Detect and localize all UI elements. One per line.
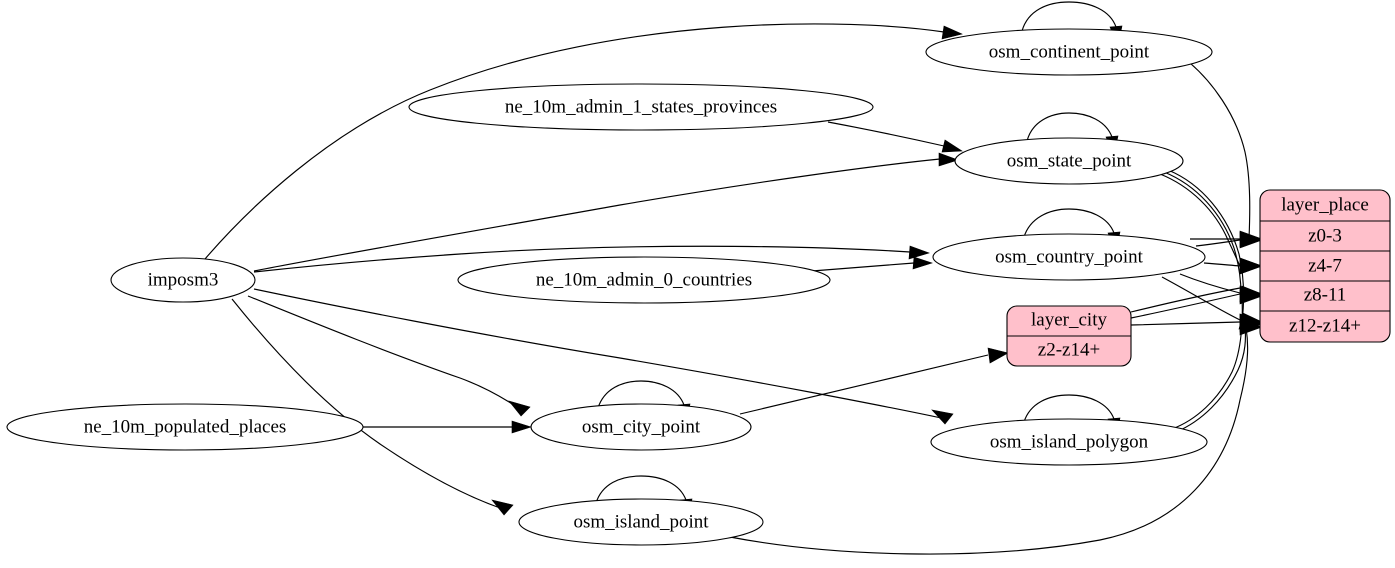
edge-ne_10m_populated_places-to-osm_city_point <box>363 420 532 434</box>
node-ne_10m_populated_places[interactable]: ne_10m_populated_places <box>6 403 364 451</box>
node-imposm3[interactable]: imposm3 <box>110 257 256 303</box>
edge-imposm3-to-osm_island_polygon <box>253 288 954 425</box>
node-ne_10m_admin_0_countries[interactable]: ne_10m_admin_0_countries <box>457 256 831 304</box>
edge-osm_continent_point-to-layer_place-z0-3 <box>1189 62 1263 248</box>
edge-imposm3-to-osm_continent_point <box>204 23 963 260</box>
node-osm_continent_point[interactable]: osm_continent_point <box>925 28 1213 76</box>
edge-ne_10m_admin_0_countries-to-osm_country_point <box>811 256 933 272</box>
edge-osm_country_point-to-layer_place-z0-3 <box>1195 231 1263 249</box>
record-row-layer_place-z4-7[interactable]: z4-7 <box>1308 255 1342 276</box>
record-node-layer_city[interactable]: layer_city z2-z14+ <box>1006 305 1132 367</box>
node-label-ne_10m_populated_places: ne_10m_populated_places <box>84 416 287 437</box>
node-label-osm_state_point: osm_state_point <box>1007 150 1132 171</box>
record-row-layer_place-z12-z14[interactable]: z12-z14+ <box>1289 315 1361 336</box>
edge-imposm3-to-osm_island_point <box>231 298 514 516</box>
edge-imposm3-to-osm_state_point <box>253 152 959 272</box>
record-row-layer_place-z8-11[interactable]: z8-11 <box>1304 284 1347 305</box>
record-row-layer_city-z2-z14[interactable]: z2-z14+ <box>1038 339 1100 360</box>
node-layer: imposm3 ne_10m_admin_1_states_provinces … <box>6 28 1213 546</box>
node-label-ne_10m_admin_1_states_provinces: ne_10m_admin_1_states_provinces <box>505 96 777 117</box>
edge-osm_island_polygon-to-layer_place-z8-11 <box>1171 289 1263 430</box>
node-osm_country_point[interactable]: osm_country_point <box>932 233 1206 281</box>
node-label-imposm3: imposm3 <box>148 269 219 290</box>
edge-imposm3-to-osm_city_point <box>247 295 531 417</box>
edge-imposm3-to-osm_country_point <box>253 245 930 273</box>
edge-layer_city-to-layer_place-extra <box>1130 287 1241 313</box>
node-label-osm_continent_point: osm_continent_point <box>989 41 1150 62</box>
node-label-ne_10m_admin_0_countries: ne_10m_admin_0_countries <box>536 269 752 290</box>
record-node-layer: layer_city z2-z14+ layer_place z0-3 z4-7… <box>1006 189 1391 367</box>
edge-osm_island_polygon-to-layer_place-z12-z14 <box>1175 316 1263 433</box>
record-row-layer_place-z0-3[interactable]: z0-3 <box>1308 225 1342 246</box>
edge-osm_country_point-to-layer_place-z4-7 <box>1203 257 1263 275</box>
node-osm_city_point[interactable]: osm_city_point <box>530 403 752 451</box>
node-label-osm_city_point: osm_city_point <box>582 416 701 437</box>
record-row-layer_place-title: layer_place <box>1281 194 1369 215</box>
record-node-layer_place[interactable]: layer_place z0-3 z4-7 z8-11 z12-z14+ <box>1259 189 1391 343</box>
node-label-osm_country_point: osm_country_point <box>995 246 1143 267</box>
node-label-osm_island_point: osm_island_point <box>573 511 709 532</box>
node-osm_state_point[interactable]: osm_state_point <box>954 137 1184 185</box>
edge-osm_island_point-to-layer_place-z12-z14 <box>729 319 1263 555</box>
record-row-layer_city-title: layer_city <box>1031 309 1107 330</box>
node-ne_10m_admin_1_states_provinces[interactable]: ne_10m_admin_1_states_provinces <box>408 83 874 131</box>
node-osm_island_point[interactable]: osm_island_point <box>518 498 764 546</box>
node-label-osm_island_polygon: osm_island_polygon <box>990 431 1149 452</box>
edge-ne_10m_admin_1_states_provinces-to-osm_state_point <box>827 121 963 153</box>
node-osm_island_polygon[interactable]: osm_island_polygon <box>930 418 1208 466</box>
edge-osm_city_point-to-layer_city-z2-z14 <box>739 347 1009 415</box>
